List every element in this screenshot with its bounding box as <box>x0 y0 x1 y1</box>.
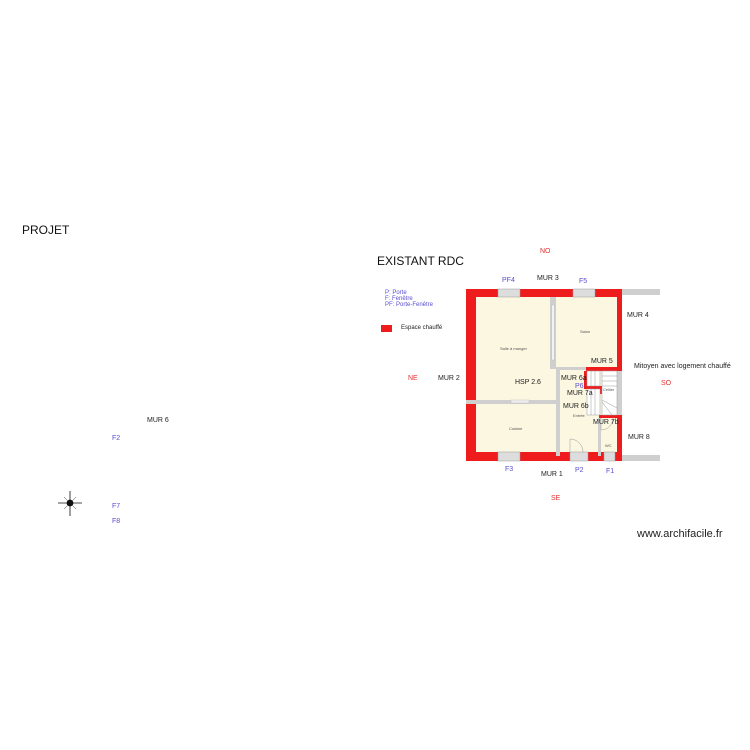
wall-label-mur4: MUR 4 <box>627 312 649 319</box>
opening-pf4: PF4 <box>502 277 515 284</box>
title-existant: EXISTANT RDC <box>377 254 464 268</box>
wall-label-mur7a: MUR 7a <box>567 390 593 397</box>
door-p2 <box>569 451 589 462</box>
legend-porte-fenetre: PF: Porte-Fenêtre <box>385 302 434 308</box>
opening-f5: F5 <box>579 278 588 285</box>
window-f1 <box>603 451 616 462</box>
watermark-link[interactable]: www.archifacile.fr <box>637 528 723 540</box>
legend-porte: P: Porte <box>385 290 407 296</box>
wall-label-mur6: MUR 6 <box>147 417 169 424</box>
door-swing-p2 <box>569 438 584 453</box>
ceiling-height: HSP 2.6 <box>515 379 541 386</box>
room-entree: Entrée <box>573 413 585 418</box>
adjoining-wall-top <box>622 289 660 295</box>
opening-f2: F2 <box>112 435 121 442</box>
door-swing-wc <box>600 417 614 431</box>
orientation-se: SE <box>551 495 561 502</box>
wall-label-mur7b: MUR 7b <box>593 419 619 426</box>
compass-icon <box>58 491 82 516</box>
partition-entree <box>556 368 560 456</box>
room-salle-a-manger: Salle à manger <box>500 346 527 351</box>
wall-mur5 <box>586 367 622 371</box>
wall-label-mur1: MUR 1 <box>541 471 563 478</box>
opening-f8: F8 <box>112 518 121 525</box>
orientation-ne: NE <box>408 375 418 382</box>
wall-mur7b <box>599 415 622 418</box>
wall-label-mur2: MUR 2 <box>438 375 460 382</box>
room-cellier: Cellier <box>603 387 615 392</box>
opening-p2: P2 <box>575 467 584 474</box>
mitoyen-wall <box>617 370 622 416</box>
legend-heated-swatch <box>381 325 392 332</box>
wall-label-mur8: MUR 8 <box>628 434 650 441</box>
window-f3 <box>497 451 521 462</box>
wall-mur7a <box>584 386 602 389</box>
wall-label-mur6b: MUR 6b <box>563 403 589 410</box>
partition-wc <box>598 418 601 456</box>
orientation-no: NO <box>540 248 551 255</box>
mitoyen-label: Mitoyen avec logement chauffé <box>634 363 731 370</box>
opening-f1: F1 <box>606 468 615 475</box>
orientation-so: SO <box>661 380 672 387</box>
wall-label-mur6a: MUR 6a <box>561 375 587 382</box>
opening-f3: F3 <box>505 466 514 473</box>
wall-label-mur5: MUR 5 <box>591 358 613 365</box>
room-cuisine: Cuisine <box>509 426 523 431</box>
opening-f7: F7 <box>112 503 121 510</box>
window-pf4 <box>497 288 521 298</box>
opening-p6: P6 <box>575 383 584 390</box>
adjoining-wall-bottom <box>622 455 660 461</box>
staircase <box>586 370 618 416</box>
room-salon: Salon <box>580 329 591 334</box>
wall-label-mur3: MUR 3 <box>537 275 559 282</box>
window-f5 <box>572 288 596 298</box>
legend-fenetre: F: Fenêtre <box>385 296 413 302</box>
title-projet: PROJET <box>22 223 70 237</box>
legend-heated-label: Espace chauffé <box>401 325 443 331</box>
room-wc: WC <box>605 443 612 448</box>
